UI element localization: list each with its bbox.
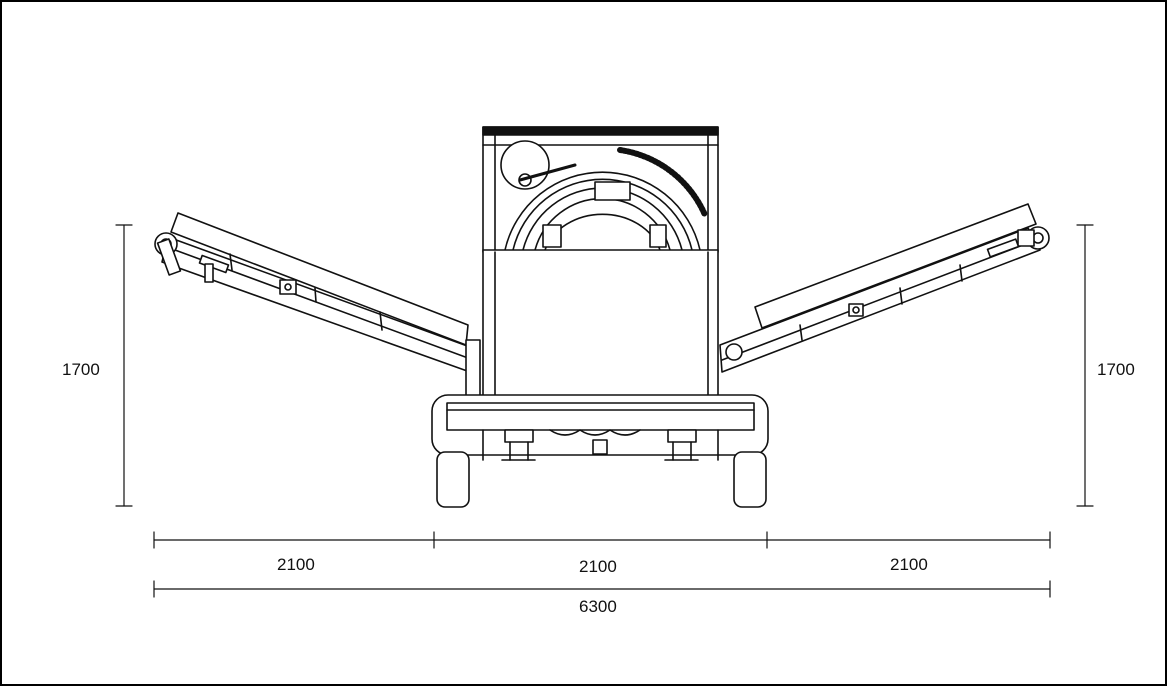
width-right-label: 2100 [890,555,928,574]
chassis [431,394,769,508]
height-left-label: 1700 [62,360,100,379]
width-left-label: 2100 [277,555,315,574]
right-conveyor [719,203,1050,373]
height-right-label: 1700 [1097,360,1135,379]
width-total-label: 6300 [579,597,617,616]
left-conveyor [154,212,481,401]
dimension-lines [115,224,1094,598]
width-center-label: 2100 [579,557,617,576]
central-housing [482,126,719,403]
